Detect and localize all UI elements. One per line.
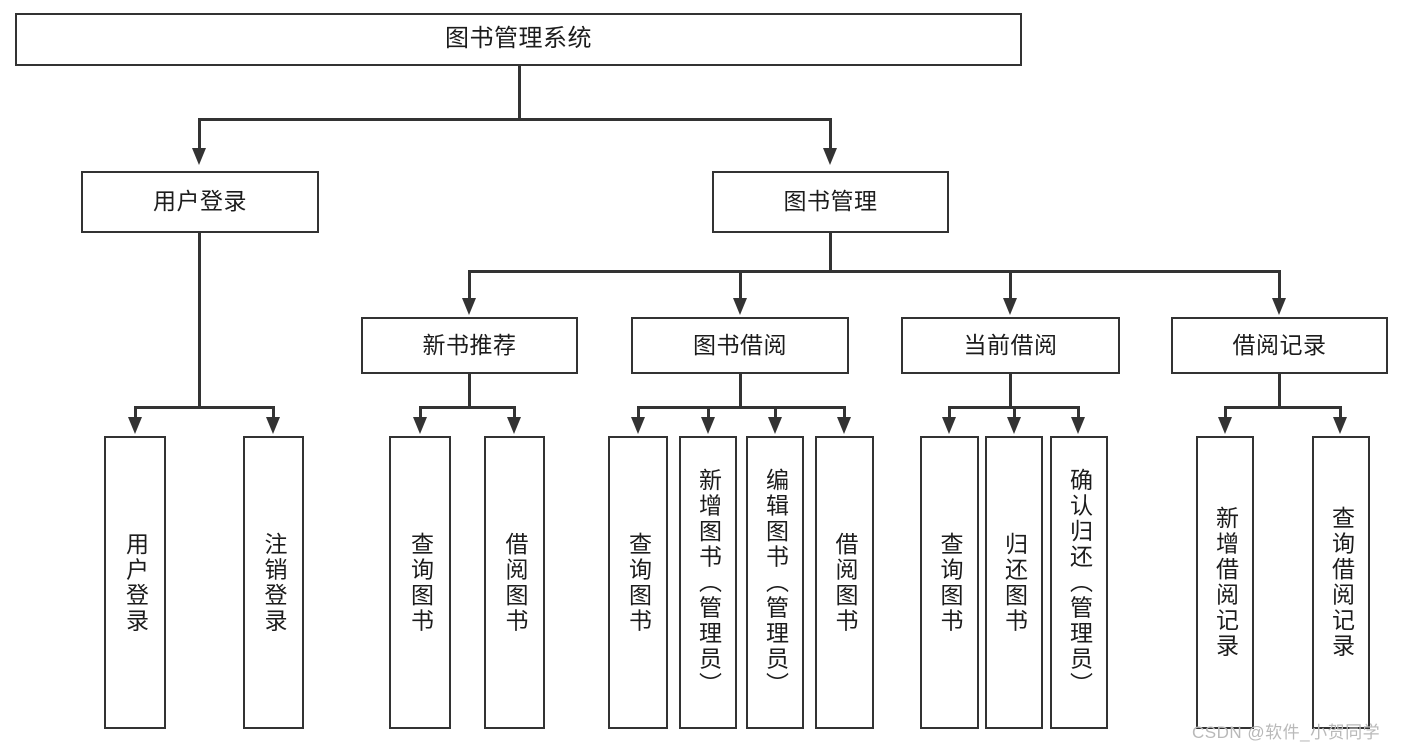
connector-drop-leaf-10 bbox=[1013, 406, 1016, 419]
arrowhead-leaf-5 bbox=[631, 417, 645, 434]
node-leaf-confirm-return-admin[interactable]: 确认归还（管理员） bbox=[1050, 436, 1108, 729]
node-leaf-borrow-books[interactable]: 借阅图书 bbox=[815, 436, 874, 729]
connector-drop-leaf-13 bbox=[1339, 406, 1342, 419]
connector-drop-leaf-7 bbox=[774, 406, 777, 419]
node-leaf-query-books-recommend[interactable]: 查询图书 bbox=[389, 436, 451, 729]
connector-stem-user-login bbox=[198, 233, 201, 406]
connector-drop-borrow bbox=[739, 270, 742, 300]
connector-drop-leaf-4 bbox=[513, 406, 516, 419]
arrowhead-borrow bbox=[733, 298, 747, 315]
connector-stem-borrow-records bbox=[1278, 374, 1281, 406]
connector-bus-borrow-records bbox=[1224, 406, 1341, 409]
connector-bus-book-management bbox=[468, 270, 1280, 273]
connector-drop-user-login bbox=[198, 118, 201, 150]
connector-drop-leaf-3 bbox=[419, 406, 422, 419]
arrowhead-current-borrow bbox=[1003, 298, 1017, 315]
connector-drop-leaf-5 bbox=[637, 406, 640, 419]
arrowhead-user-login bbox=[192, 148, 206, 165]
node-new-book-recommend[interactable]: 新书推荐 bbox=[361, 317, 578, 374]
arrowhead-leaf-7 bbox=[768, 417, 782, 434]
node-label: 借阅记录 bbox=[1232, 331, 1327, 358]
arrowhead-leaf-9 bbox=[942, 417, 956, 434]
connector-stem-current-borrow bbox=[1009, 374, 1012, 406]
node-label: 借阅图书 bbox=[832, 531, 858, 634]
arrowhead-leaf-1 bbox=[128, 417, 142, 434]
arrowhead-leaf-6 bbox=[701, 417, 715, 434]
node-label: 图书管理系统 bbox=[445, 25, 592, 53]
arrowhead-leaf-10 bbox=[1007, 417, 1021, 434]
connector-bus-user-login bbox=[134, 406, 274, 409]
node-label: 查询借阅记录 bbox=[1328, 506, 1355, 659]
node-leaf-query-borrow-record[interactable]: 查询借阅记录 bbox=[1312, 436, 1370, 729]
node-leaf-return-books[interactable]: 归还图书 bbox=[985, 436, 1043, 729]
connector-root-bus bbox=[198, 118, 831, 121]
node-label: 用户登录 bbox=[122, 531, 149, 634]
node-label: 新书推荐 bbox=[422, 331, 517, 358]
arrowhead-leaf-3 bbox=[413, 417, 427, 434]
node-book-borrow[interactable]: 图书借阅 bbox=[631, 317, 849, 374]
connector-drop-book-manage bbox=[829, 118, 832, 150]
arrowhead-leaf-8 bbox=[837, 417, 851, 434]
connector-drop-leaf-2 bbox=[272, 406, 275, 419]
node-label: 借阅图书 bbox=[502, 531, 528, 634]
node-user-login[interactable]: 用户登录 bbox=[81, 171, 319, 233]
arrowhead-leaf-4 bbox=[507, 417, 521, 434]
node-borrow-records[interactable]: 借阅记录 bbox=[1171, 317, 1388, 374]
node-label: 新增借阅记录 bbox=[1212, 506, 1239, 659]
arrowhead-leaf-12 bbox=[1218, 417, 1232, 434]
arrowhead-leaf-11 bbox=[1071, 417, 1085, 434]
connector-drop-leaf-9 bbox=[948, 406, 951, 419]
node-leaf-add-book-admin[interactable]: 新增图书（管理员） bbox=[679, 436, 737, 729]
node-label: 注销登录 bbox=[261, 531, 287, 634]
arrowhead-leaf-13 bbox=[1333, 417, 1347, 434]
node-leaf-query-books-current[interactable]: 查询图书 bbox=[920, 436, 979, 729]
connector-drop-leaf-1 bbox=[134, 406, 137, 419]
node-leaf-user-login[interactable]: 用户登录 bbox=[104, 436, 166, 729]
connector-bus-book-borrow bbox=[637, 406, 845, 409]
node-label: 编辑图书（管理员） bbox=[762, 467, 789, 698]
node-leaf-edit-book-admin[interactable]: 编辑图书（管理员） bbox=[746, 436, 804, 729]
node-leaf-logout[interactable]: 注销登录 bbox=[243, 436, 304, 729]
arrowhead-borrow-records bbox=[1272, 298, 1286, 315]
connector-drop-leaf-6 bbox=[707, 406, 710, 419]
connector-root-stem bbox=[518, 66, 521, 118]
connector-drop-leaf-11 bbox=[1077, 406, 1080, 419]
csdn-watermark: CSDN @软件_小贺同学 bbox=[1192, 723, 1381, 742]
node-label: 归还图书 bbox=[1001, 531, 1028, 634]
connector-stem-new-book-recommend bbox=[468, 374, 471, 406]
node-label: 查询图书 bbox=[937, 531, 963, 634]
connector-drop-current-borrow bbox=[1009, 270, 1012, 300]
node-label: 用户登录 bbox=[153, 188, 247, 215]
node-label: 图书借阅 bbox=[693, 331, 787, 358]
node-label: 图书管理 bbox=[783, 188, 878, 215]
connector-stem-book-borrow bbox=[739, 374, 742, 406]
node-current-borrow[interactable]: 当前借阅 bbox=[901, 317, 1120, 374]
node-root-system[interactable]: 图书管理系统 bbox=[15, 13, 1022, 66]
connector-bus-new-book-recommend bbox=[419, 406, 515, 409]
arrowhead-book-manage bbox=[823, 148, 837, 165]
connector-stem-book-management bbox=[829, 233, 832, 270]
node-label: 查询图书 bbox=[407, 531, 434, 634]
connector-drop-leaf-12 bbox=[1224, 406, 1227, 419]
arrowhead-leaf-2 bbox=[266, 417, 280, 434]
node-leaf-add-borrow-record[interactable]: 新增借阅记录 bbox=[1196, 436, 1254, 729]
node-leaf-borrow-books-recommend[interactable]: 借阅图书 bbox=[484, 436, 545, 729]
node-leaf-query-books-borrow[interactable]: 查询图书 bbox=[608, 436, 668, 729]
arrowhead-new-books bbox=[462, 298, 476, 315]
node-book-management[interactable]: 图书管理 bbox=[712, 171, 949, 233]
connector-drop-borrow-records bbox=[1278, 270, 1281, 300]
connector-drop-leaf-8 bbox=[843, 406, 846, 419]
node-label: 查询图书 bbox=[625, 531, 652, 634]
node-label: 新增图书（管理员） bbox=[695, 467, 722, 698]
node-label: 确认归还（管理员） bbox=[1066, 467, 1093, 698]
connector-drop-new-books bbox=[468, 270, 471, 300]
node-label: 当前借阅 bbox=[963, 331, 1058, 358]
